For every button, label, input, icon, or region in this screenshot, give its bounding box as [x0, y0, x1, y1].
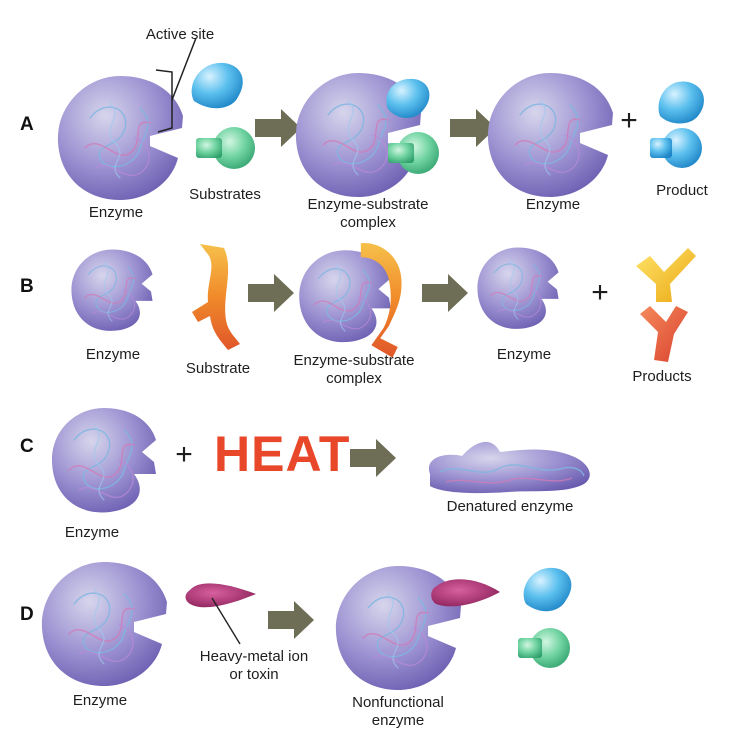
- label-row-b-enzyme-after: Enzyme: [496, 346, 552, 363]
- plus-row-c: +: [175, 438, 193, 471]
- row-c-enzyme: [52, 408, 156, 513]
- label-row-b-es-complex-line1: Enzyme-substrate: [293, 352, 415, 369]
- label-row-a-enzyme-after: Enzyme: [525, 196, 581, 213]
- row-a-product: [650, 81, 704, 168]
- row-b-es-complex: [299, 243, 402, 358]
- label-heavy-metal-line2: or toxin: [229, 666, 279, 683]
- row-label-d: D: [20, 604, 34, 625]
- row-b-product-yellow: [636, 248, 696, 302]
- row-a-enzyme: [57, 76, 183, 200]
- row-b-enzyme: [71, 249, 153, 331]
- label-heavy-metal-line1: Heavy-metal ion: [199, 648, 309, 665]
- heat-label: HEAT: [214, 426, 351, 482]
- row-a-substrate-blue: [191, 62, 243, 109]
- label-row-c-enzyme: Enzyme: [64, 524, 120, 541]
- row-d-arrow: [268, 601, 314, 639]
- row-label-b: B: [20, 276, 34, 297]
- label-row-a-es-complex-line2: complex: [340, 214, 396, 231]
- row-a-enzyme-after: [487, 73, 613, 197]
- row-label-c: C: [20, 436, 34, 457]
- row-b-substrate: [192, 244, 240, 350]
- toxin-pointer: [211, 597, 241, 645]
- plus-row-b: +: [591, 276, 609, 309]
- label-row-b-es-complex-line2: complex: [326, 370, 382, 387]
- label-nonfunctional-line2: enzyme: [371, 712, 425, 729]
- row-a-substrate-green: [196, 127, 255, 169]
- row-d-substrate-green: [518, 628, 570, 668]
- label-row-a-enzyme: Enzyme: [88, 204, 144, 221]
- row-b-enzyme-after: [477, 247, 559, 329]
- row-d-toxin: [185, 583, 256, 608]
- row-d-substrate-blue: [523, 567, 572, 612]
- label-row-a-es-complex-line1: Enzyme-substrate: [307, 196, 429, 213]
- label-products: Products: [632, 368, 692, 385]
- label-active-site: Active site: [145, 26, 215, 43]
- row-c-arrow: [350, 439, 396, 477]
- row-a-es-complex: [295, 73, 439, 197]
- label-row-b-enzyme: Enzyme: [85, 346, 141, 363]
- label-substrates: Substrates: [189, 186, 261, 203]
- row-label-a: A: [20, 114, 34, 135]
- label-nonfunctional-line1: Nonfunctional: [352, 694, 444, 711]
- row-b-arrow-2: [422, 274, 468, 312]
- plus-row-a: +: [620, 104, 638, 137]
- row-d-nonfunctional-enzyme: [335, 566, 500, 690]
- label-row-d-enzyme: Enzyme: [72, 692, 128, 709]
- row-b-product-red: [640, 306, 688, 362]
- row-b-arrow-1: [248, 274, 294, 312]
- row-c-denatured-enzyme: [428, 441, 590, 494]
- label-substrate: Substrate: [185, 360, 251, 377]
- label-product: Product: [656, 182, 708, 199]
- active-site-pointer: [171, 37, 197, 101]
- row-d-enzyme: [41, 562, 167, 686]
- label-denatured-enzyme: Denatured enzyme: [446, 498, 574, 515]
- row-a-arrow-1: [255, 109, 301, 147]
